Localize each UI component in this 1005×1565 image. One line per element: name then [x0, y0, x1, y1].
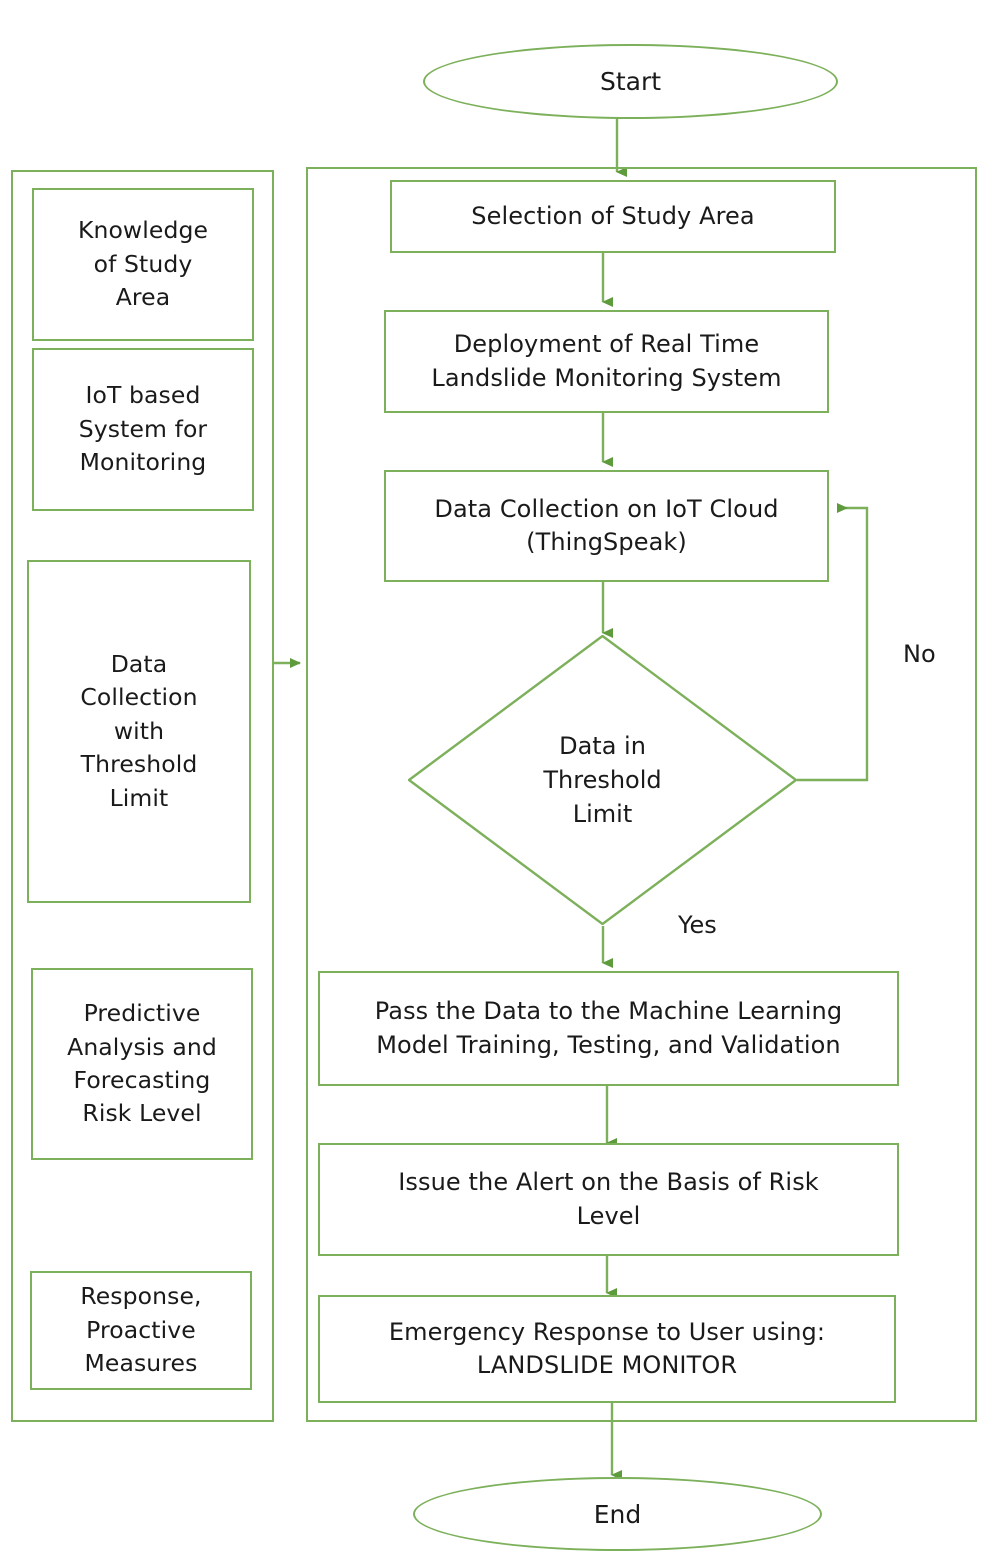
edge-label-no: No — [903, 640, 936, 668]
side-item-response-proactive-measures[interactable]: Response, Proactive Measures — [30, 1271, 252, 1390]
start-terminator: Start — [423, 44, 838, 119]
side-item-predictive-analysis[interactable]: Predictive Analysis and Forecasting Risk… — [31, 968, 253, 1160]
step-label: Deployment of Real Time Landslide Monito… — [431, 330, 782, 392]
main-flow-container — [306, 167, 977, 1422]
end-label: End — [593, 1499, 642, 1529]
decision-data-in-threshold-limit[interactable]: Data in Threshold Limit — [408, 635, 797, 925]
step-selection-of-study-area[interactable]: Selection of Study Area — [390, 180, 836, 253]
step-label: Issue the Alert on the Basis of Risk Lev… — [398, 1168, 819, 1230]
step-deployment-monitoring-system[interactable]: Deployment of Real Time Landslide Monito… — [384, 310, 829, 413]
side-item-label: Knowledge of Study Area — [77, 216, 209, 312]
step-label: Pass the Data to the Machine Learning Mo… — [374, 997, 843, 1059]
step-label: Data Collection on IoT Cloud (ThingSpeak… — [434, 494, 779, 556]
side-item-data-collection-threshold[interactable]: Data Collection with Threshold Limit — [27, 560, 251, 903]
step-label: Selection of Study Area — [471, 201, 755, 230]
step-issue-alert-risk-level[interactable]: Issue the Alert on the Basis of Risk Lev… — [318, 1143, 899, 1256]
side-item-label: Data Collection with Threshold Limit — [80, 650, 198, 812]
start-label: Start — [599, 67, 662, 96]
decision-diamond-shape — [408, 635, 797, 925]
decision-label: Data in Threshold Limit — [543, 731, 662, 829]
step-label: Emergency Response to User using: LANDSL… — [388, 1317, 826, 1379]
side-item-label: IoT based System for Monitoring — [78, 381, 208, 477]
step-machine-learning-model[interactable]: Pass the Data to the Machine Learning Mo… — [318, 971, 899, 1086]
side-item-label: Predictive Analysis and Forecasting Risk… — [67, 999, 217, 1128]
step-emergency-response-landslide-monitor[interactable]: Emergency Response to User using: LANDSL… — [318, 1295, 896, 1403]
end-terminator: End — [413, 1477, 822, 1551]
edge-label-yes: Yes — [678, 911, 717, 939]
side-item-iot-based-system[interactable]: IoT based System for Monitoring — [32, 348, 254, 511]
step-data-collection-iot-cloud[interactable]: Data Collection on IoT Cloud (ThingSpeak… — [384, 470, 829, 582]
side-item-label: Response, Proactive Measures — [80, 1282, 202, 1378]
side-item-knowledge-of-study-area[interactable]: Knowledge of Study Area — [32, 188, 254, 341]
side-panel-container — [11, 170, 274, 1422]
